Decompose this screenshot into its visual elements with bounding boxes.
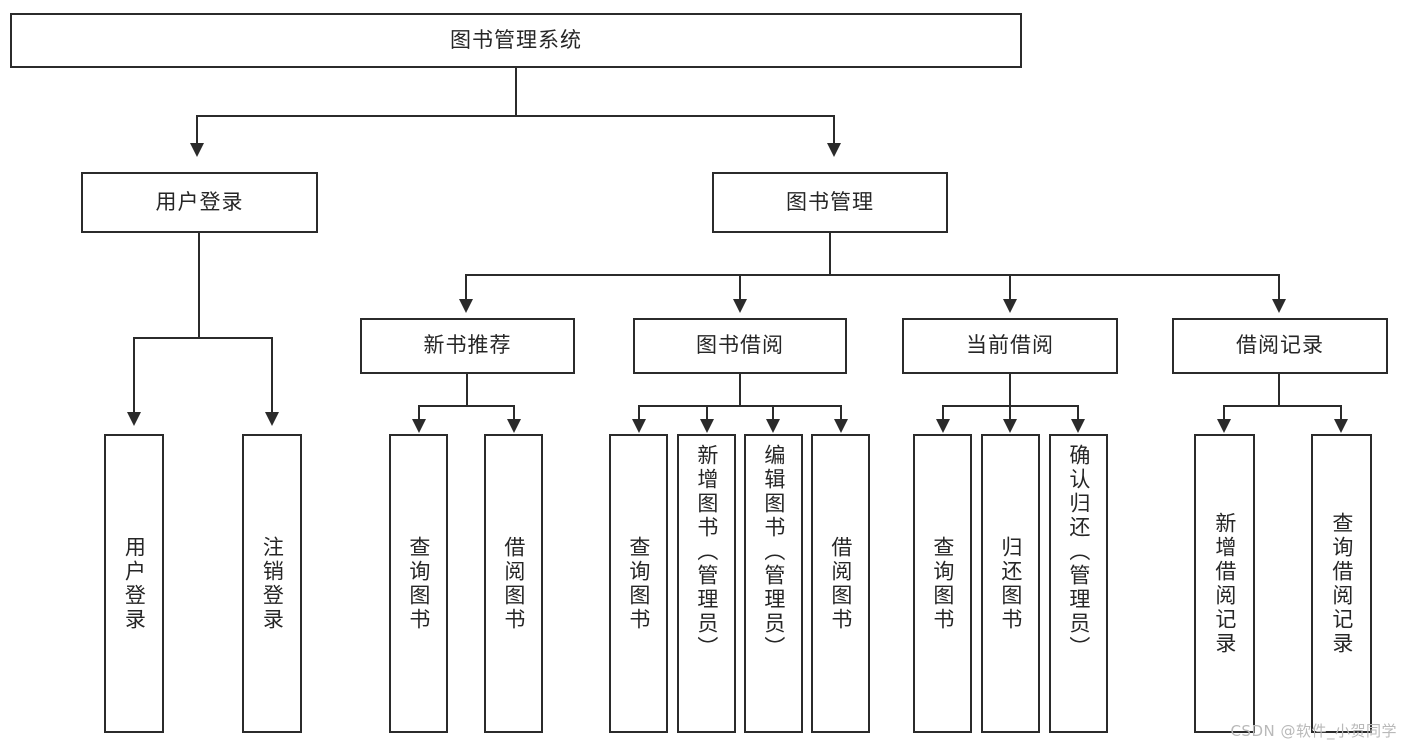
- arrowhead-nbr-c1: [412, 419, 426, 433]
- leaf-add-borrow-record[interactable]: 新增借阅记录: [1194, 434, 1255, 733]
- watermark-text: CSDN @软件_小贺同学: [1230, 722, 1397, 740]
- arrowhead-bm-c1: [459, 299, 473, 313]
- connector-user-login-trunk: [198, 233, 200, 338]
- leaf-query-borrow-record[interactable]: 查询借阅记录: [1311, 434, 1372, 733]
- connector-br-c1: [1223, 405, 1225, 420]
- connector-bm-c3: [1009, 274, 1011, 300]
- leaf-label: 确认归还（管理员）: [1066, 444, 1091, 660]
- connector-bb-bar: [638, 405, 842, 407]
- connector-bm-c4: [1278, 274, 1280, 300]
- connector-book-manage-bar: [465, 274, 1280, 276]
- node-borrow-record[interactable]: 借阅记录: [1172, 318, 1388, 374]
- arrowhead-root-to-book-manage: [827, 143, 841, 157]
- connector-root-bar: [196, 115, 835, 117]
- leaf-label: 编辑图书（管理员）: [761, 444, 786, 660]
- connector-nbr-c2: [513, 405, 515, 420]
- connector-bb-c3: [772, 405, 774, 420]
- leaf-label: 查询图书: [930, 535, 955, 632]
- leaf-label: 注销登录: [260, 535, 285, 632]
- node-user-login[interactable]: 用户登录: [81, 172, 318, 233]
- connector-br-trunk: [1278, 374, 1280, 406]
- connector-br-bar: [1223, 405, 1342, 407]
- node-label: 图书管理: [786, 189, 874, 214]
- connector-cb-c2: [1009, 405, 1011, 420]
- arrowhead-root-to-user-login: [190, 143, 204, 157]
- leaf-edit-book-admin[interactable]: 编辑图书（管理员）: [744, 434, 803, 733]
- leaf-query-book-borrow[interactable]: 查询图书: [609, 434, 668, 733]
- leaf-query-book-new[interactable]: 查询图书: [389, 434, 448, 733]
- connector-br-c2: [1340, 405, 1342, 420]
- leaf-borrow-book-new[interactable]: 借阅图书: [484, 434, 543, 733]
- node-current-borrow[interactable]: 当前借阅: [902, 318, 1118, 374]
- leaf-label: 查询借阅记录: [1329, 511, 1354, 656]
- arrowhead-bm-c4: [1272, 299, 1286, 313]
- connector-nbr-trunk: [466, 374, 468, 406]
- connector-user-login-l2: [271, 337, 273, 413]
- node-root-system[interactable]: 图书管理系统: [10, 13, 1022, 68]
- leaf-user-login[interactable]: 用户登录: [104, 434, 164, 733]
- node-label: 图书借阅: [696, 333, 784, 358]
- connector-cb-trunk: [1009, 374, 1011, 406]
- arrowhead-bm-c2: [733, 299, 747, 313]
- arrowhead-cb-c2: [1003, 419, 1017, 433]
- leaf-return-book[interactable]: 归还图书: [981, 434, 1040, 733]
- leaf-add-book-admin[interactable]: 新增图书（管理员）: [677, 434, 736, 733]
- arrowhead-cb-c1: [936, 419, 950, 433]
- arrowhead-br-c1: [1217, 419, 1231, 433]
- connector-user-login-l1: [133, 337, 135, 413]
- connector-bm-c2: [739, 274, 741, 300]
- arrowhead-cb-c3: [1071, 419, 1085, 433]
- arrowhead-bb-c4: [834, 419, 848, 433]
- connector-root-to-book-manage: [833, 115, 835, 144]
- connector-root-trunk: [515, 68, 517, 116]
- leaf-label: 借阅图书: [828, 535, 853, 632]
- leaf-label: 归还图书: [998, 535, 1023, 632]
- node-book-borrow[interactable]: 图书借阅: [633, 318, 847, 374]
- leaf-user-logout[interactable]: 注销登录: [242, 434, 302, 733]
- arrowhead-user-login-l2: [265, 412, 279, 426]
- leaf-label: 查询图书: [626, 535, 651, 632]
- leaf-label: 用户登录: [122, 535, 147, 632]
- node-label: 借阅记录: [1236, 333, 1324, 358]
- node-label: 当前借阅: [966, 333, 1054, 358]
- node-label: 图书管理系统: [450, 27, 582, 52]
- connector-root-to-user-login: [196, 115, 198, 144]
- connector-bb-c2: [706, 405, 708, 420]
- connector-bm-c1: [465, 274, 467, 300]
- connector-book-manage-trunk: [829, 233, 831, 275]
- arrowhead-br-c2: [1334, 419, 1348, 433]
- leaf-label: 新增图书（管理员）: [694, 444, 719, 660]
- arrowhead-user-login-l1: [127, 412, 141, 426]
- leaf-borrow-book[interactable]: 借阅图书: [811, 434, 870, 733]
- node-label: 用户登录: [155, 189, 244, 214]
- arrowhead-nbr-c2: [507, 419, 521, 433]
- leaf-label: 查询图书: [406, 535, 431, 632]
- connector-nbr-bar: [418, 405, 515, 407]
- connector-bb-trunk: [739, 374, 741, 406]
- arrowhead-bm-c3: [1003, 299, 1017, 313]
- arrowhead-bb-c2: [700, 419, 714, 433]
- leaf-label: 新增借阅记录: [1212, 511, 1237, 656]
- arrowhead-bb-c1: [632, 419, 646, 433]
- connector-bb-c4: [840, 405, 842, 420]
- leaf-label: 借阅图书: [501, 535, 526, 632]
- connector-cb-c1: [942, 405, 944, 420]
- node-new-book-recommend[interactable]: 新书推荐: [360, 318, 575, 374]
- connector-cb-c3: [1077, 405, 1079, 420]
- node-book-manage[interactable]: 图书管理: [712, 172, 948, 233]
- node-label: 新书推荐: [423, 333, 512, 358]
- connector-user-login-bar: [133, 337, 272, 339]
- leaf-confirm-return-admin[interactable]: 确认归还（管理员）: [1049, 434, 1108, 733]
- connector-nbr-c1: [418, 405, 420, 420]
- arrowhead-bb-c3: [766, 419, 780, 433]
- leaf-query-book-current[interactable]: 查询图书: [913, 434, 972, 733]
- connector-bb-c1: [638, 405, 640, 420]
